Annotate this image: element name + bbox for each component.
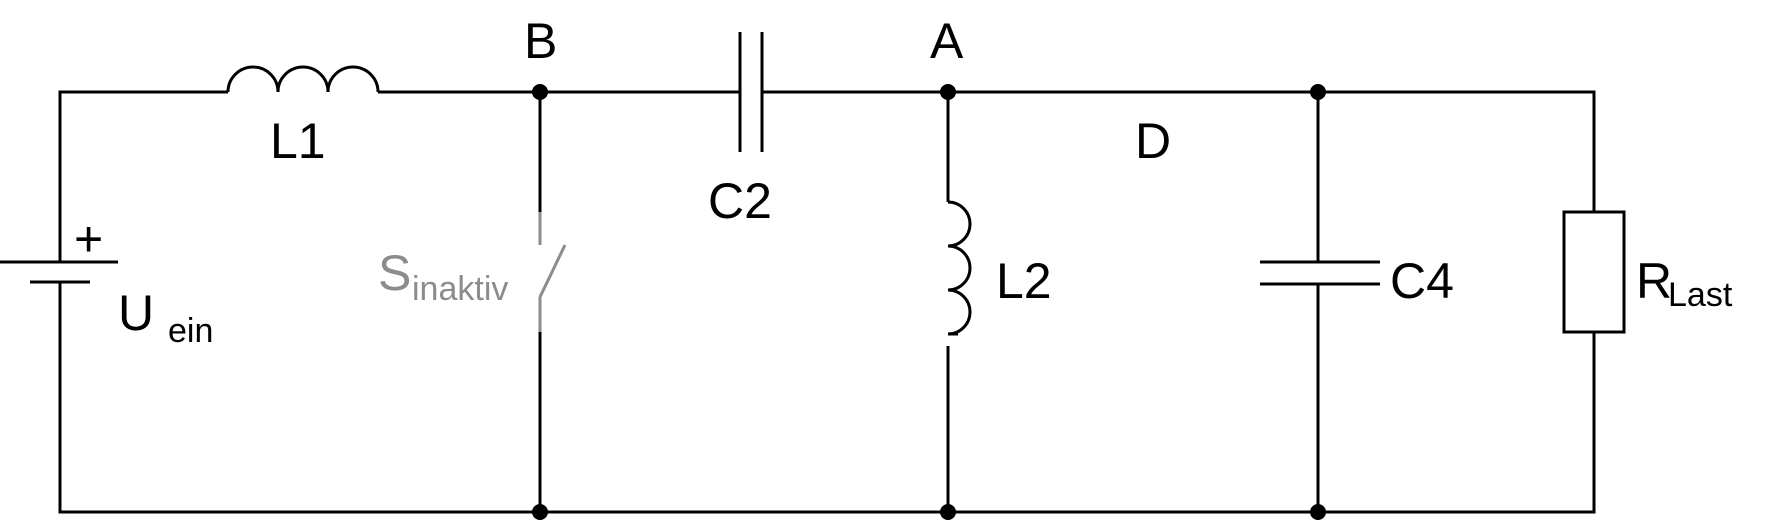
top-wire-C2-to-right xyxy=(762,90,1596,212)
junction-A-top xyxy=(940,84,956,100)
node-label-A: A xyxy=(930,13,964,69)
node-label-B: B xyxy=(524,13,557,69)
junction-C4-bottom xyxy=(1310,504,1326,520)
junction-A-bottom xyxy=(940,504,956,520)
label-C2: C2 xyxy=(708,173,772,229)
resistor-R-last xyxy=(1562,210,1626,334)
label-L1: L1 xyxy=(270,113,326,169)
inductor-L1 xyxy=(226,65,380,93)
junction-B-top xyxy=(532,84,548,100)
bottom-wire xyxy=(58,282,1596,514)
label-C4: C4 xyxy=(1390,253,1454,309)
junction-C4-top xyxy=(1310,84,1326,100)
label-load-symbol: R xyxy=(1636,253,1672,309)
source-polarity-plus: + xyxy=(74,211,103,267)
label-load-subscript: Last xyxy=(1668,276,1733,314)
node-label-D: D xyxy=(1135,113,1171,169)
label-L2: L2 xyxy=(996,253,1052,309)
label-switch-subscript: inaktiv xyxy=(412,270,508,308)
switch-blade xyxy=(538,244,567,298)
label-source-symbol: U xyxy=(118,285,154,341)
top-wire-left xyxy=(58,90,228,262)
inductor-L2 xyxy=(947,200,972,336)
label-source-subscript: ein xyxy=(168,312,213,350)
junction-B-bottom xyxy=(532,504,548,520)
label-switch-symbol: S xyxy=(378,245,411,301)
